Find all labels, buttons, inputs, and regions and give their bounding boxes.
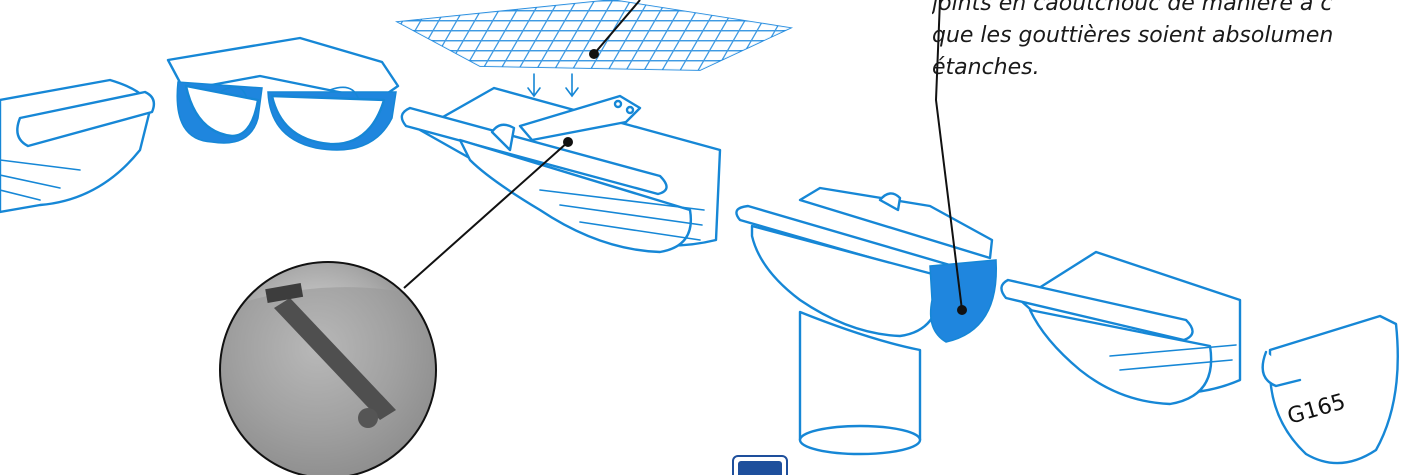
badge-icon [732, 455, 788, 475]
main-gutter-with-bracket [400, 86, 722, 254]
down-arrows [527, 73, 579, 98]
caption-text: joints en caoutchouc de manière à c que … [932, 0, 1411, 84]
gutter-outlet [735, 186, 997, 456]
caption-line-1: joints en caoutchouc de manière à c [932, 0, 1333, 16]
end-cap: G165 [1261, 314, 1399, 465]
bracket-photo-detail [219, 261, 437, 475]
corner-gutter [166, 36, 400, 151]
gutter-section-right [1000, 250, 1242, 406]
gutter-section-left [0, 78, 156, 214]
leaf-guard-mesh [394, 0, 794, 71]
leader-lines [403, 0, 967, 315]
caption-line-2: que les gouttières soient absolumen [932, 23, 1334, 48]
caption-line-3: étanches. [932, 55, 1040, 80]
